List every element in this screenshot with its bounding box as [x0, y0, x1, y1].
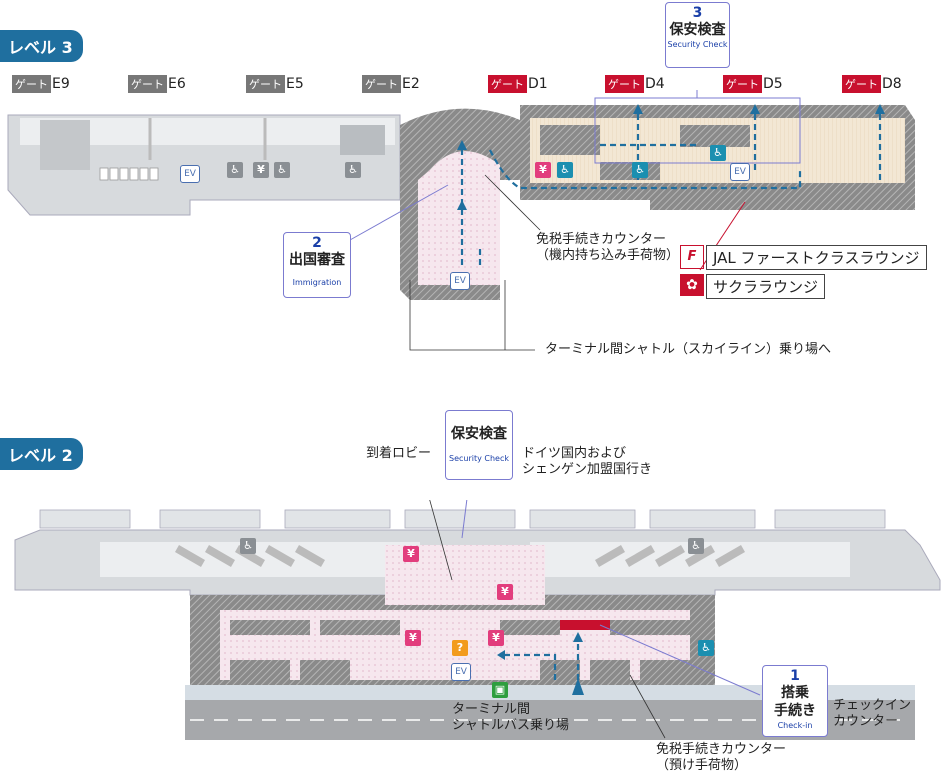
checkin-counter-line2: カウンター [833, 714, 899, 729]
gate-tag: ゲート [12, 75, 51, 93]
sakura-lounge[interactable]: サクララウンジ [706, 274, 826, 299]
gate-code: E9 [52, 76, 70, 92]
elevator-icon: EV [180, 165, 200, 183]
restroom-icon: ♿ [274, 162, 290, 178]
jal-first-lounge-logo: F [680, 245, 704, 269]
gate-code: E6 [168, 76, 186, 92]
currency-exchange-icon: ¥ [405, 630, 421, 646]
security-check-callout-l2[interactable]: 保安検査 Security Check [445, 410, 513, 480]
gate-tag: ゲート [488, 75, 527, 93]
immigration-en: Immigration [292, 278, 342, 287]
gate-code: D4 [645, 76, 665, 92]
gate-code: D1 [528, 76, 548, 92]
gate-e5[interactable]: ゲート E5 [246, 75, 304, 93]
gate-tag: ゲート [246, 75, 285, 93]
shuttle-skyline-label: ターミナル間シャトル（スカイライン）乗り場へ [545, 342, 832, 357]
shuttle-bus-line1: ターミナル間 [452, 702, 531, 717]
jal-first-class-lounge[interactable]: JAL ファーストクラスラウンジ [706, 245, 927, 270]
elevator-icon: EV [450, 272, 470, 290]
immigration-label: 出国審査 [289, 252, 345, 268]
currency-exchange-icon: ¥ [535, 162, 551, 178]
gate-tag: ゲート [605, 75, 644, 93]
gate-d4[interactable]: ゲート D4 [605, 75, 665, 93]
restroom-icon: ♿ [227, 162, 243, 178]
restroom-icon: ♿ [632, 162, 648, 178]
shuttle-bus-line2: シャトルバス乗り場 [452, 718, 570, 733]
destination-line2: シェンゲン加盟国行き [522, 462, 653, 477]
duty-free-line1: 免税手続きカウンター [536, 232, 667, 247]
gate-code: D5 [763, 76, 783, 92]
sakura-lounge-logo: ✿ [680, 274, 704, 296]
gate-tag: ゲート [842, 75, 881, 93]
duty-free-line1: 免税手続きカウンター [656, 742, 787, 757]
information-icon: ? [452, 640, 468, 656]
security-check-callout[interactable]: 3 保安検査 Security Check [665, 2, 730, 68]
gate-d8[interactable]: ゲート D8 [842, 75, 902, 93]
gate-d1[interactable]: ゲート D1 [488, 75, 548, 93]
checkin-label-line1: 搭乗 [781, 685, 809, 701]
restroom-icon: ♿ [240, 538, 256, 554]
gate-tag: ゲート [723, 75, 762, 93]
gate-d5[interactable]: ゲート D5 [723, 75, 783, 93]
step-number: 1 [790, 668, 800, 684]
elevator-icon: EV [451, 663, 471, 681]
currency-exchange-icon: ¥ [497, 584, 513, 600]
gate-code: D8 [882, 76, 902, 92]
duty-free-checked-label: 免税手続きカウンター （預け手荷物） [656, 742, 786, 774]
restroom-icon: ♿ [557, 162, 573, 178]
gate-tag: ゲート [362, 75, 401, 93]
shuttle-bus-label: ターミナル間 シャトルバス乗り場 [452, 702, 569, 734]
gate-tag: ゲート [128, 75, 167, 93]
gate-e9[interactable]: ゲート E9 [12, 75, 70, 93]
checkin-counter-label: チェックイン カウンター [833, 698, 911, 730]
level2-badge: レベル 2 [0, 438, 83, 470]
arrival-lobby-label: 到着ロビー [366, 446, 432, 461]
restroom-icon: ♿ [698, 640, 714, 656]
security-check-label: 保安検査 [669, 22, 726, 38]
currency-exchange-icon: ¥ [253, 162, 269, 178]
duty-free-counter-label: 免税手続きカウンター （機内持ち込み手荷物） [536, 232, 679, 264]
level3-floorplan [7, 90, 915, 351]
gate-e2[interactable]: ゲート E2 [362, 75, 420, 93]
bus-icon: ▣ [492, 682, 508, 698]
currency-exchange-icon: ¥ [403, 546, 419, 562]
restroom-icon: ♿ [710, 145, 726, 161]
checkin-counter-line1: チェックイン [833, 698, 912, 713]
restroom-icon: ♿ [688, 538, 704, 554]
elevator-icon: EV [730, 163, 750, 181]
checkin-callout[interactable]: 1 搭乗 手続き Check-in [762, 665, 828, 737]
step-number: 3 [692, 5, 703, 21]
destination-line1: ドイツ国内および [522, 446, 627, 461]
duty-free-line2: （預け手荷物） [656, 758, 748, 773]
gate-e6[interactable]: ゲート E6 [128, 75, 186, 93]
immigration-callout[interactable]: 2 出国審査 Immigration [283, 232, 351, 298]
security-check-en: Security Check [667, 40, 728, 49]
currency-exchange-icon: ¥ [488, 630, 504, 646]
security-check-label: 保安検査 [451, 426, 507, 442]
checkin-label-line2: 手続き [774, 703, 816, 719]
checkin-en: Check-in [777, 721, 813, 730]
schengen-destination-label: ドイツ国内および シェンゲン加盟国行き [522, 446, 652, 478]
step-number: 2 [312, 235, 322, 251]
security-check-en: Security Check [448, 454, 509, 463]
gate-code: E2 [402, 76, 420, 92]
level3-badge: レベル 3 [0, 30, 83, 62]
duty-free-line2: （機内持ち込み手荷物） [536, 248, 680, 263]
gate-code: E5 [286, 76, 304, 92]
restroom-icon: ♿ [345, 162, 361, 178]
